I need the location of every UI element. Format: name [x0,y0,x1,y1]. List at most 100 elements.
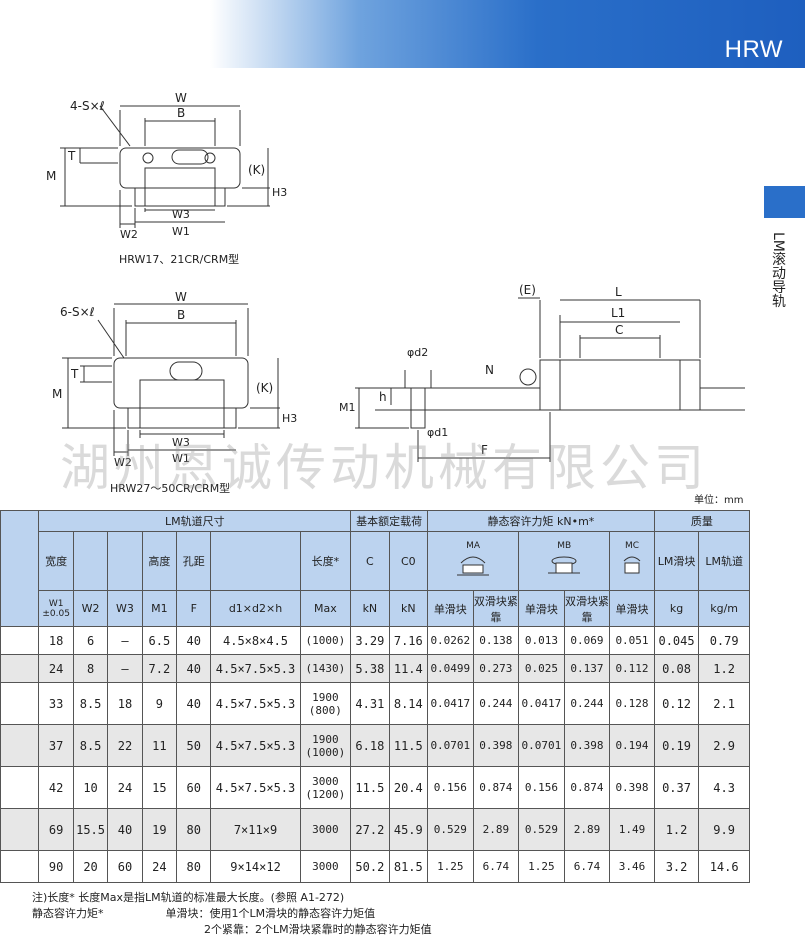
cell-F: 80 [176,808,212,851]
cell-len: 3000 [299,808,352,851]
cell-rail: 14.6 [698,850,750,883]
s-kN2: kN [388,590,429,627]
s-single1: 单滑块 [427,590,474,627]
label-K-b: (K) [256,381,273,395]
caption-small: HRW17、21CR/CRM型 [119,253,240,266]
cell-MB1: 0.013 [518,626,565,655]
cell-MB1: 0.025 [518,654,565,683]
cell-W1: 37 [38,724,74,767]
spec-table: LM轨道尺寸 基本额定载荷 静态容许力矩 kN•m* 质量 宽度 高度 孔距 长… [0,510,751,883]
note-line-2: 静态容许力矩*单滑块：使用1个LM滑块的静态容许力矩值 [32,906,432,922]
cell-len: (1000) [299,626,352,655]
h-pitch: 孔距 [176,531,212,591]
cell-F: 60 [176,766,212,809]
cell-MA1: 0.0701 [427,724,474,767]
cell-F: 50 [176,724,212,767]
h-MB-label: MB [557,540,572,551]
cell-MB1: 1.25 [518,850,565,883]
label-B-b: B [177,308,185,322]
cell-W3: — [107,654,143,683]
cell-W3: 60 [107,850,143,883]
cell-F: 40 [176,626,212,655]
moment-c-icon [623,556,641,573]
s-d: d1×d2×h [210,590,301,627]
h-MC: MC [609,531,655,591]
s-F: F [176,590,212,627]
cell-MB2: 6.74 [563,850,611,883]
cell-len: (1430) [299,654,352,683]
cell-len-value: 1900 [312,732,339,746]
cell-C: 6.18 [350,724,390,767]
cell-M1: 11 [141,724,178,767]
label-d1: φd1 [427,426,448,439]
cell-MB1: 0.0701 [518,724,565,767]
label-hole-b: 6-S×ℓ [60,305,95,319]
s-kgm: kg/m [698,590,750,627]
s-kN1: kN [350,590,390,627]
cell-blk: 0.045 [653,626,700,655]
h-MB: MB [518,531,611,591]
cell-MB1: 0.529 [518,808,565,851]
cell-C: 5.38 [350,654,390,683]
h-MC-label: MC [624,540,640,551]
cell-rail: 9.9 [698,808,750,851]
cell-rail: 0.79 [698,626,750,655]
cell-W3: 18 [107,682,143,725]
cell-MA2: 0.874 [472,766,520,809]
cell-MA2: 0.138 [472,626,520,655]
row-blank-cell [0,724,40,767]
cell-W1: 42 [38,766,74,809]
note-line-3: 2个紧靠：2个LM滑块紧靠时的静态容许力矩值 [204,923,432,936]
row-blank-cell [0,654,40,683]
unit-label: 单位：mm [694,495,744,506]
cell-MC: 0.398 [609,766,655,809]
cell-C0: 11.5 [388,724,429,767]
cell-W2: 6 [72,626,109,655]
blank-header [0,510,40,627]
cell-W3: 24 [107,766,143,809]
cell-F: 40 [176,682,212,725]
cell-rail: 1.2 [698,654,750,683]
cell-W3: 40 [107,808,143,851]
cell-MB2: 0.069 [563,626,611,655]
cell-len-value: 3000 [312,823,339,836]
cell-MA2: 6.74 [472,850,520,883]
cell-MA1: 0.529 [427,808,474,851]
cell-MA1: 0.0262 [427,626,474,655]
cell-W2: 15.5 [72,808,109,851]
cell-W2: 8 [72,654,109,683]
label-K-a: (K) [248,163,265,177]
side-tab [764,186,805,218]
cell-C0: 45.9 [388,808,429,851]
cell-W2: 8.5 [72,724,109,767]
label-W2-b: W2 [114,456,132,469]
label-C: C [615,323,623,337]
h-width: 宽度 [38,531,74,591]
cell-d: 4.5×8×4.5 [210,626,301,655]
group-moment: 静态容许力矩 kN•m* [427,510,655,532]
cell-M1: 6.5 [141,626,178,655]
note-line-1: 注)长度* 长度Max是指LM轨道的标准最大长度。(参照 A1-272) [32,891,345,904]
cell-blk: 0.08 [653,654,700,683]
cell-d: 9×14×12 [210,850,301,883]
group-rail: LM轨道尺寸 [38,510,352,532]
cell-len: 1900(1000) [299,724,352,767]
cell-blk: 1.2 [653,808,700,851]
label-W2-a: W2 [120,228,138,241]
cell-d: 4.5×7.5×5.3 [210,654,301,683]
cell-len-value: 3000 [312,774,339,788]
cell-C0: 8.14 [388,682,429,725]
s-M1: M1 [141,590,178,627]
h-blank-d [210,531,301,591]
h-MA: MA [427,531,520,591]
cell-MA1: 0.156 [427,766,474,809]
cell-W2: 20 [72,850,109,883]
row-blank-cell [0,626,40,655]
cell-W3: 22 [107,724,143,767]
cell-blk: 0.37 [653,766,700,809]
cell-MA1: 0.0417 [427,682,474,725]
h-blank-w3 [107,531,143,591]
group-mass: 质量 [653,510,751,532]
